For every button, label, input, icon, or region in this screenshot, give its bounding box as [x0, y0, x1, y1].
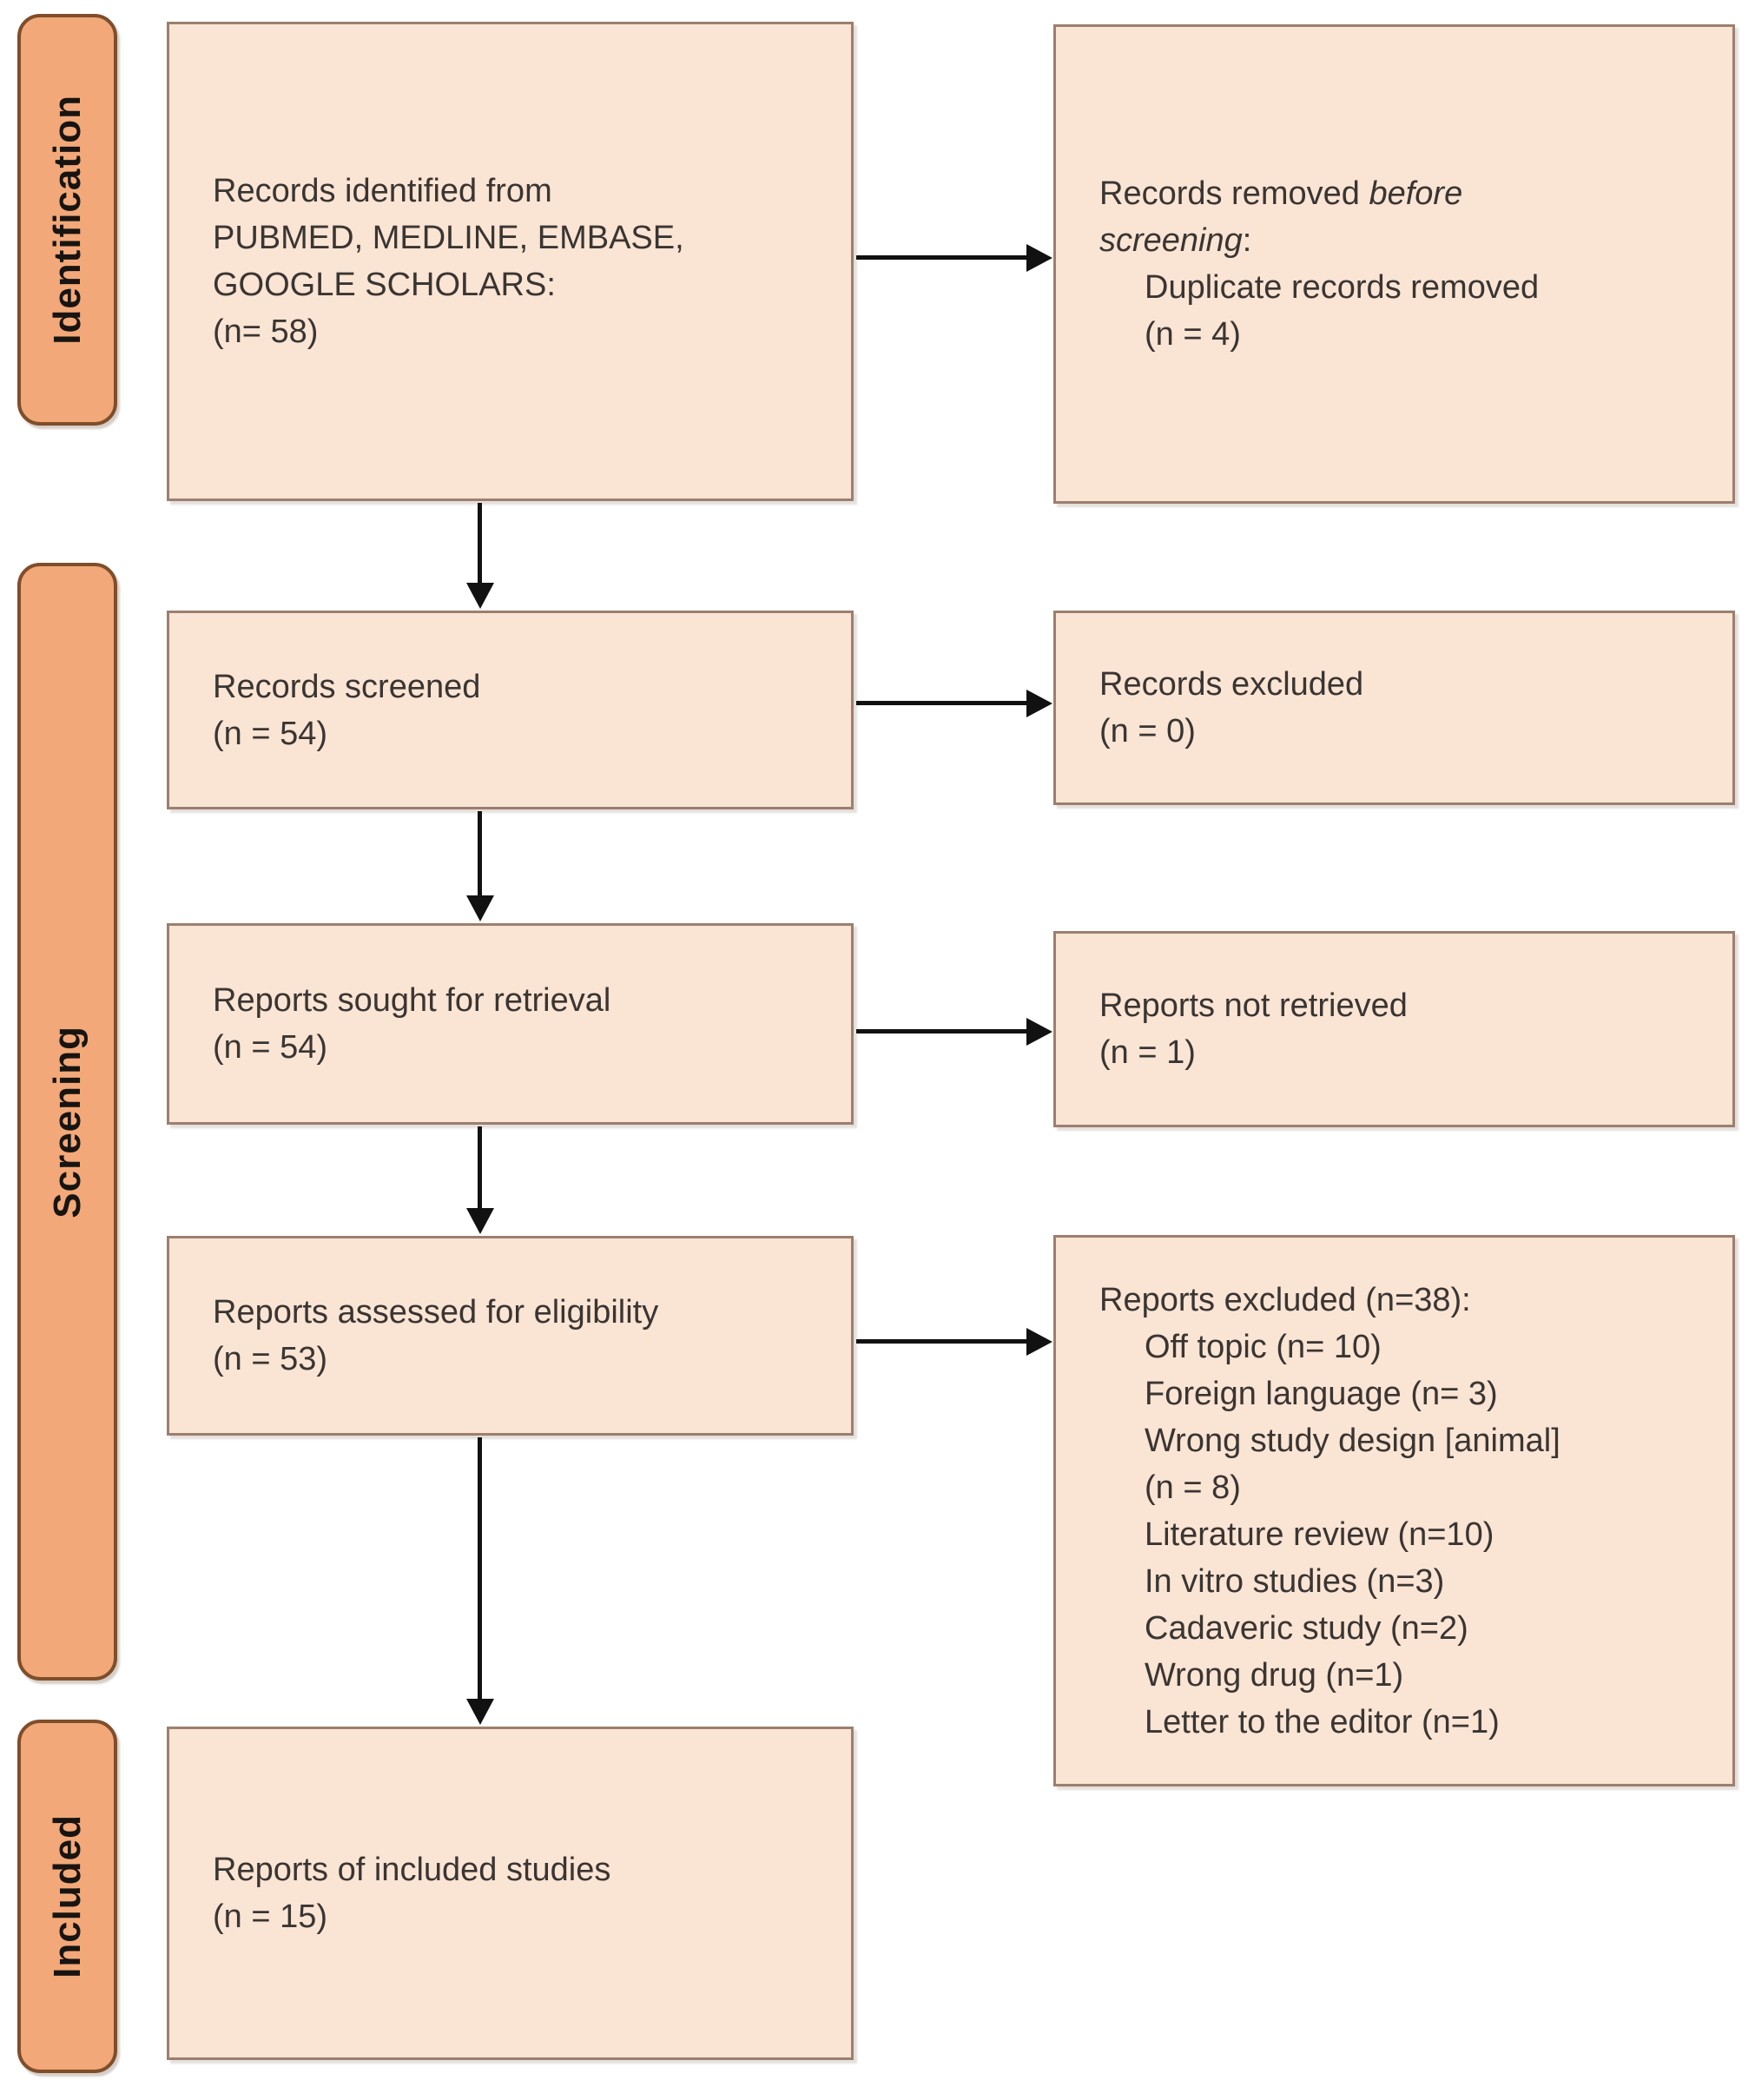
box-text-line: Reports of included studies — [213, 1852, 611, 1888]
box-text-segment: Records removed — [1099, 175, 1360, 212]
box-records-excluded: Records excluded (n = 0) — [1053, 611, 1735, 805]
right-arrow-assessed-to-excluded-reasons — [856, 1328, 1052, 1356]
box-text-line: (n= 58) — [213, 314, 319, 350]
arrow-head-icon — [466, 583, 494, 609]
arrow-head-icon — [466, 895, 494, 921]
box-text-line: (n = 54) — [213, 715, 328, 752]
box-records-removed-before-screening: Records removed before screening: Duplic… — [1053, 24, 1735, 504]
box-text-line: PUBMED, MEDLINE, EMBASE, — [213, 220, 684, 256]
box-reports-assessed: Reports assessed for eligibility (n = 53… — [167, 1236, 854, 1436]
arrow-head-icon — [1026, 690, 1052, 717]
down-arrow-screened-to-sought — [466, 811, 494, 921]
box-text-line: Records identified from — [213, 173, 552, 209]
box-text-segment-italic: before — [1369, 175, 1463, 212]
arrow-shaft — [856, 1339, 1028, 1344]
box-text-line: (n = 54) — [213, 1029, 328, 1066]
right-arrow-screened-to-excluded — [856, 690, 1052, 717]
box-text-segment-italic: screening — [1099, 222, 1243, 259]
arrow-shaft — [478, 811, 482, 897]
box-text-segment: : — [1242, 222, 1252, 259]
right-arrow-identified-to-removed — [856, 244, 1052, 272]
box-text-line: (n = 0) — [1099, 713, 1196, 750]
box-text-line: Records screened — [213, 668, 481, 705]
stage-label-identification: Identification — [17, 14, 117, 426]
arrow-shaft — [478, 503, 482, 584]
arrow-shaft — [478, 1126, 482, 1210]
arrow-head-icon — [1026, 1018, 1052, 1046]
box-text-line: (n = 15) — [213, 1899, 328, 1935]
arrow-shaft — [856, 1029, 1028, 1033]
box-text-line: Records removed before — [1099, 170, 1712, 217]
box-text-line: screening: — [1099, 217, 1712, 264]
box-reports-not-retrieved: Reports not retrieved (n = 1) — [1053, 931, 1735, 1127]
exclusion-reason: Off topic (n= 10) — [1145, 1328, 1382, 1365]
exclusion-reason: In vitro studies (n=3) — [1145, 1562, 1445, 1600]
stage-label-text: Included — [45, 1814, 89, 1978]
box-text-line: Duplicate records removed — [1145, 269, 1540, 306]
stage-label-text: Screening — [45, 1025, 89, 1218]
box-text-line: GOOGLE SCHOLARS: — [213, 267, 556, 303]
arrow-head-icon — [1026, 244, 1052, 272]
box-records-screened: Records screened (n = 54) — [167, 611, 854, 809]
down-arrow-assessed-to-included — [466, 1437, 494, 1725]
box-text-line: Reports sought for retrieval — [213, 982, 611, 1019]
box-text-line: (n = 53) — [213, 1341, 328, 1377]
arrow-shaft — [478, 1437, 482, 1700]
box-text-heading: Reports excluded (n=38): — [1099, 1281, 1471, 1318]
exclusion-reason: Letter to the editor (n=1) — [1145, 1703, 1500, 1740]
arrow-head-icon — [466, 1208, 494, 1234]
arrow-head-icon — [1026, 1328, 1052, 1356]
exclusion-reason: Foreign language (n= 3) — [1145, 1375, 1498, 1412]
stage-label-screening: Screening — [17, 563, 117, 1681]
right-arrow-sought-to-not-retrieved — [856, 1018, 1052, 1046]
exclusion-reason: Wrong drug (n=1) — [1145, 1656, 1404, 1694]
down-arrow-sought-to-assessed — [466, 1126, 494, 1234]
exclusion-reason: (n = 8) — [1145, 1469, 1241, 1506]
exclusion-reason: Literature review (n=10) — [1145, 1516, 1494, 1553]
box-text-line: Reports assessed for eligibility — [213, 1294, 659, 1331]
box-reports-excluded-reasons: Reports excluded (n=38): Off topic (n= 1… — [1053, 1235, 1735, 1786]
box-reports-included: Reports of included studies (n = 15) — [167, 1727, 854, 2060]
arrow-shaft — [856, 701, 1028, 705]
box-text-line: Reports not retrieved — [1099, 987, 1408, 1024]
exclusion-reason: Wrong study design [animal] — [1145, 1422, 1560, 1459]
arrow-head-icon — [466, 1699, 494, 1725]
stage-label-included: Included — [17, 1720, 117, 2073]
box-records-identified: Records identified from PUBMED, MEDLINE,… — [167, 22, 854, 501]
box-reports-sought: Reports sought for retrieval (n = 54) — [167, 923, 854, 1125]
box-text-line: Records excluded — [1099, 666, 1364, 703]
arrow-shaft — [856, 255, 1028, 260]
box-text-line: (n = 4) — [1145, 316, 1241, 353]
exclusion-reason: Cadaveric study (n=2) — [1145, 1609, 1468, 1647]
stage-label-text: Identification — [45, 95, 89, 345]
box-text-line: (n = 1) — [1099, 1034, 1196, 1071]
down-arrow-identified-to-screened — [466, 503, 494, 609]
